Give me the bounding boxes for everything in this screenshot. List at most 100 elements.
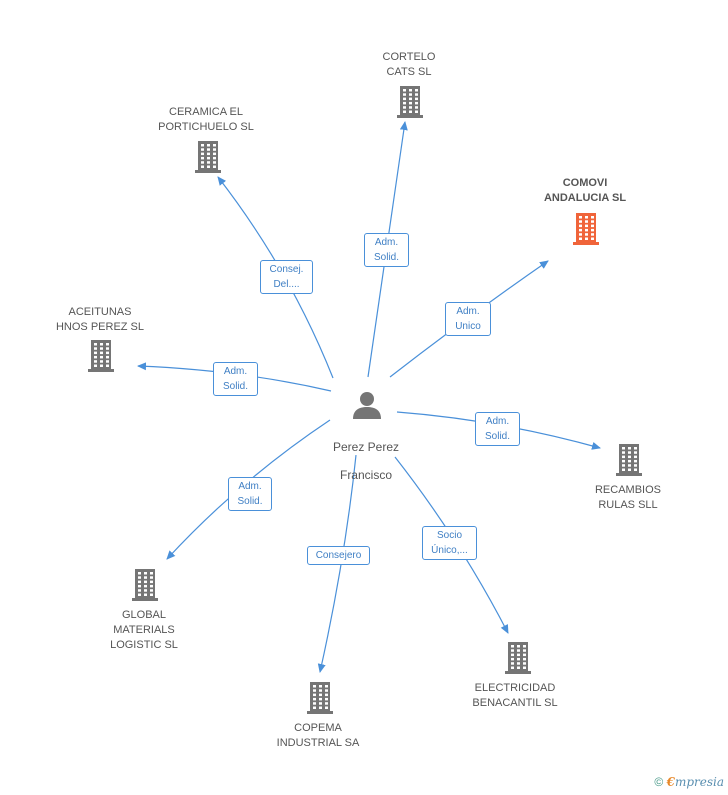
building-window: [325, 693, 328, 697]
building-window: [94, 364, 97, 367]
building-window: [201, 165, 204, 168]
building-window: [94, 343, 97, 346]
center-person[interactable]: [350, 390, 384, 422]
building-window: [415, 106, 418, 109]
building-window: [100, 351, 103, 355]
building-window: [579, 237, 582, 240]
brand-logo-rest: mpresia: [674, 775, 724, 789]
role-badge-cortelo[interactable]: Adm. Solid.: [364, 233, 409, 267]
building-icon-global[interactable]: [132, 569, 158, 601]
building-window: [144, 584, 147, 588]
role-badge-copema[interactable]: Consejero: [307, 546, 370, 565]
building-window: [319, 693, 322, 697]
building-window: [622, 451, 625, 454]
brand-logo: €mpresia: [667, 775, 724, 789]
building-window: [144, 580, 147, 584]
building-window: [523, 662, 526, 665]
building-window: [150, 572, 153, 575]
building-base: [616, 473, 642, 476]
building-window: [579, 224, 582, 228]
building-window: [313, 706, 316, 709]
company-label-global[interactable]: GLOBAL MATERIALS LOGISTIC SL: [110, 609, 178, 651]
building-window: [150, 580, 153, 584]
building-icon-copema[interactable]: [307, 682, 333, 714]
building-icon-ceramica[interactable]: [195, 141, 221, 173]
building-window: [106, 351, 109, 355]
role-badge-recambios[interactable]: Adm. Solid.: [475, 412, 520, 446]
building-window: [403, 110, 406, 113]
building-window: [622, 468, 625, 471]
building-window: [319, 706, 322, 709]
building-window: [94, 355, 97, 359]
building-window: [138, 593, 141, 596]
building-window: [591, 220, 594, 223]
building-window: [150, 589, 153, 592]
company-label-cortelo[interactable]: CORTELO CATS SL: [382, 51, 436, 78]
building-base: [132, 598, 158, 601]
building-window: [628, 455, 631, 459]
building-window: [207, 148, 210, 151]
person-icon: [353, 392, 381, 419]
role-badge-comovi[interactable]: Adm. Unico: [445, 302, 491, 336]
building-window: [94, 360, 97, 363]
building-window: [511, 645, 514, 648]
building-window: [409, 110, 412, 113]
building-icon-cortelo[interactable]: [397, 86, 423, 118]
role-badge-aceitunas[interactable]: Adm. Solid.: [213, 362, 258, 396]
building-window: [628, 468, 631, 471]
role-badge-global[interactable]: Adm. Solid.: [228, 477, 272, 511]
building-window: [201, 148, 204, 151]
building-window: [622, 455, 625, 459]
building-window: [585, 228, 588, 232]
building-window: [409, 106, 412, 109]
building-window: [106, 360, 109, 363]
building-window: [313, 685, 316, 688]
building-window: [94, 347, 97, 350]
building-window: [138, 589, 141, 592]
building-window: [100, 360, 103, 363]
role-badge-electricidad[interactable]: Socio Único,...: [422, 526, 477, 560]
building-window: [634, 464, 637, 467]
footer-branding: © €mpresia: [654, 775, 724, 789]
company-label-copema[interactable]: COPEMA INDUSTRIAL SA: [276, 722, 360, 749]
building-window: [585, 233, 588, 236]
building-icon-comovi[interactable]: [573, 213, 599, 245]
company-label-ceramica[interactable]: CERAMICA EL PORTICHUELO SL: [158, 106, 254, 133]
building-window: [319, 685, 322, 688]
building-window: [213, 152, 216, 156]
building-window: [201, 156, 204, 160]
building-window: [325, 697, 328, 701]
company-label-aceitunas[interactable]: ACEITUNAS HNOS PEREZ SL: [55, 306, 145, 333]
building-window: [511, 653, 514, 657]
role-badge-ceramica[interactable]: Consej. Del....: [260, 260, 313, 294]
building-icon-electricidad[interactable]: [505, 642, 531, 674]
building-base: [505, 671, 531, 674]
building-window: [622, 464, 625, 467]
building-window: [579, 228, 582, 232]
building-window: [591, 216, 594, 219]
building-window: [207, 152, 210, 156]
building-window: [150, 576, 153, 579]
building-window: [523, 666, 526, 669]
building-window: [523, 657, 526, 661]
building-window: [591, 224, 594, 228]
building-window: [213, 156, 216, 160]
building-window: [517, 653, 520, 657]
company-label-comovi[interactable]: COMOVI ANDALUCIA SL: [543, 177, 627, 204]
building-window: [579, 220, 582, 223]
building-icon-aceitunas[interactable]: [88, 340, 114, 372]
building-window: [409, 101, 412, 105]
building-icon-recambios[interactable]: [616, 444, 642, 476]
building-window: [403, 106, 406, 109]
building-window: [628, 464, 631, 467]
building-window: [94, 351, 97, 355]
building-window: [523, 645, 526, 648]
building-window: [201, 161, 204, 164]
company-label-electricidad[interactable]: ELECTRICIDAD BENACANTIL SL: [472, 682, 558, 709]
building-window: [144, 589, 147, 592]
building-window: [138, 576, 141, 579]
building-window: [591, 228, 594, 232]
company-label-recambios[interactable]: RECAMBIOS RULAS SLL: [594, 484, 662, 511]
building-base: [307, 711, 333, 714]
building-window: [634, 455, 637, 459]
